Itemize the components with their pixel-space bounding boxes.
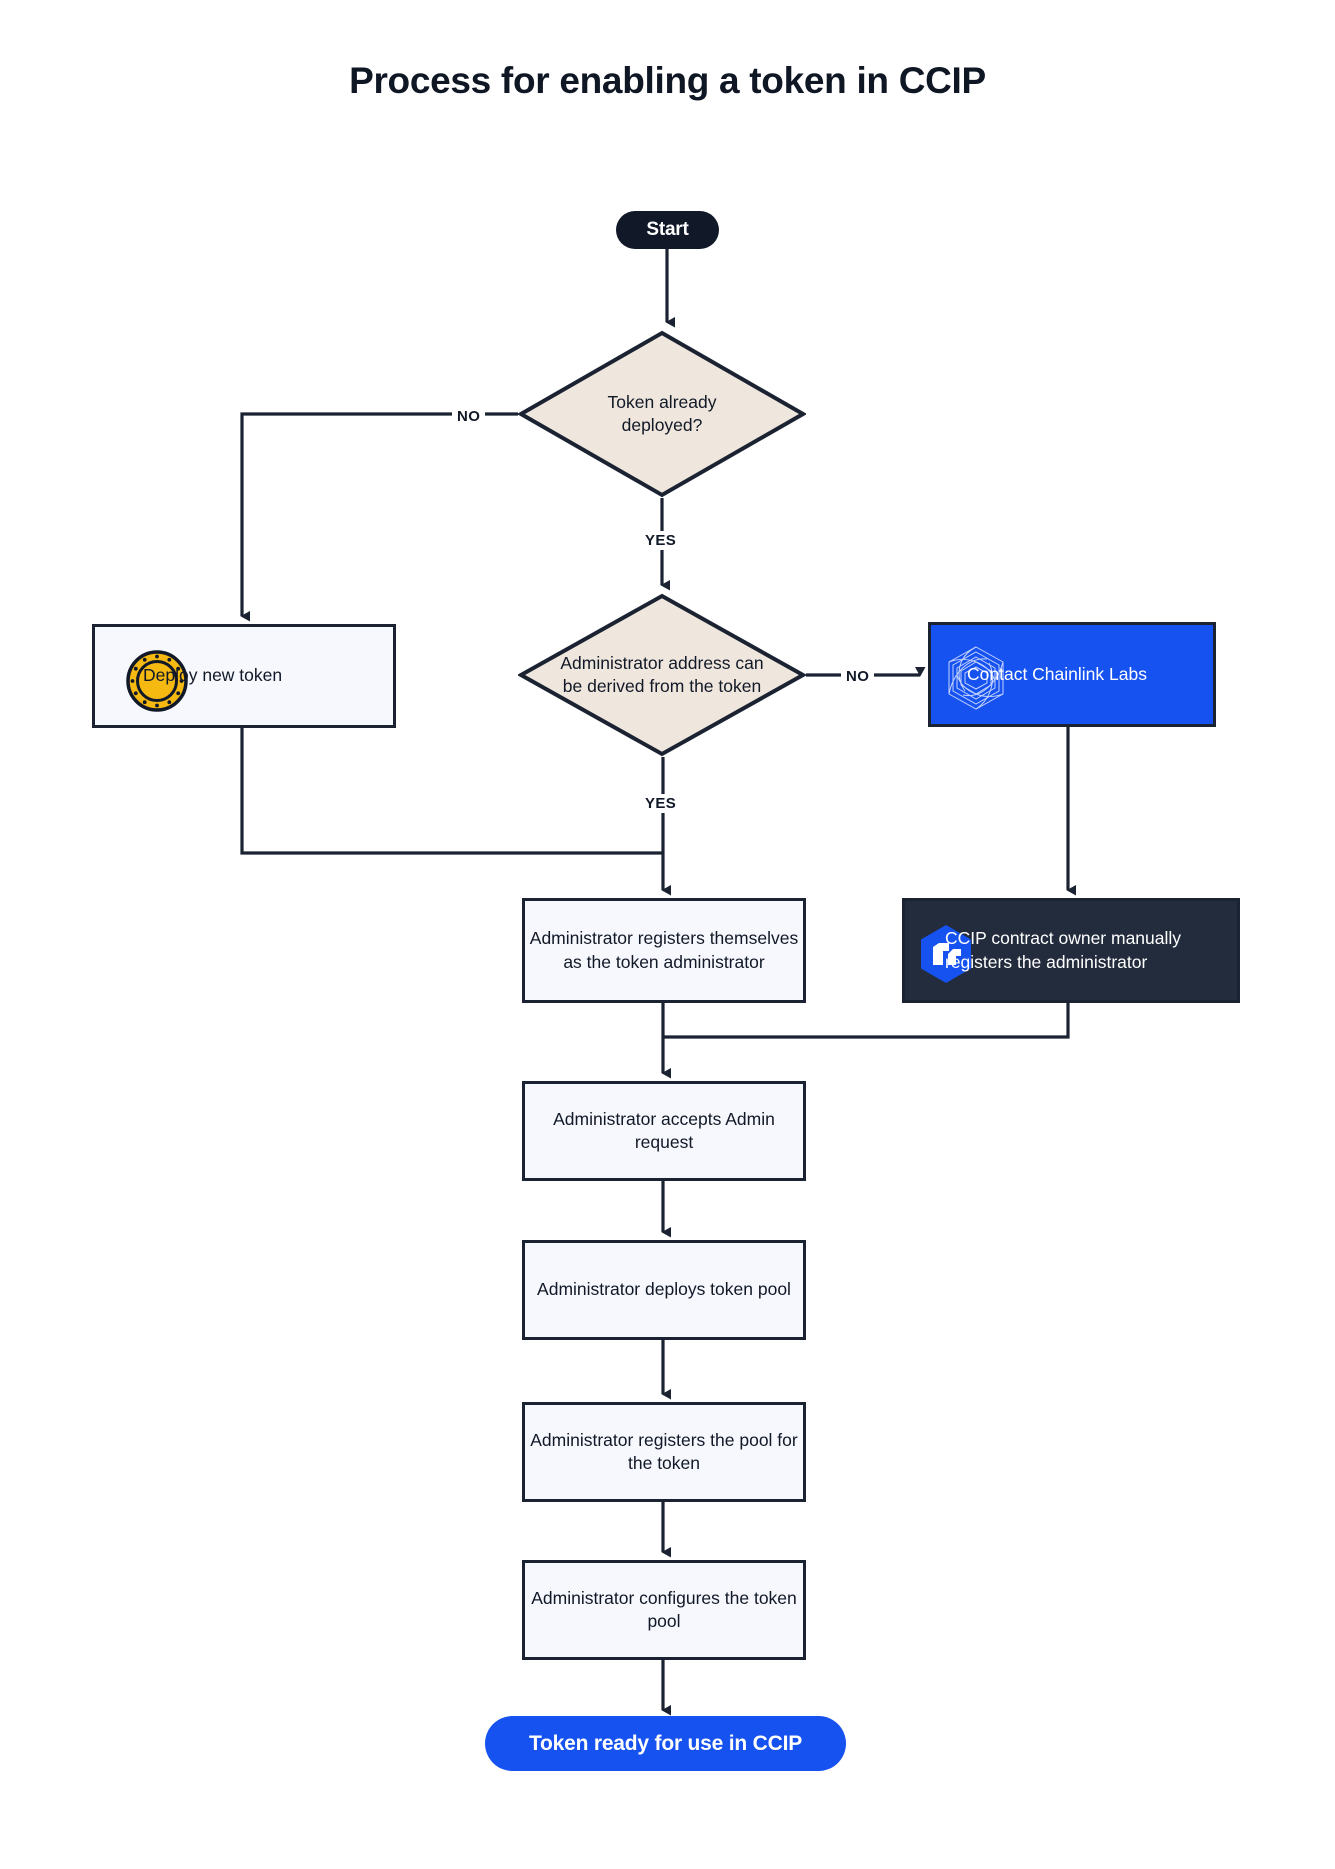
diamond-shape: [518, 593, 806, 757]
edge-label-no-1: NO: [452, 407, 486, 426]
ccip-hex-icon: [921, 925, 971, 983]
node-decision-token-deployed-label: Token already deployed?: [607, 391, 717, 435]
node-admin-configures-pool[interactable]: Administrator configures the token pool: [522, 1560, 806, 1660]
node-deploy-token-label: Deploy new token: [143, 665, 283, 686]
node-deploy-token[interactable]: Deploy new token: [92, 624, 396, 728]
node-decision-token-deployed[interactable]: Token already deployed?: [518, 330, 806, 498]
edge-decision1-no: [240, 412, 518, 622]
node-admin-deploys-pool-label: Administrator deploys token pool: [537, 1279, 791, 1300]
node-admin-registers-pool-label: Administrator registers the pool for the…: [530, 1429, 798, 1473]
edge-label-yes-2: YES: [640, 794, 682, 813]
node-end-label: Token ready for use in CCIP: [528, 1731, 803, 1755]
gold-coin-icon: [126, 650, 188, 712]
node-admin-accepts-label: Administrator accepts Admin request: [553, 1108, 775, 1152]
node-ccip-owner-registers[interactable]: CCIP contract owner manually registers t…: [902, 898, 1240, 1003]
node-admin-registers-self-label: Administrator registers themselves as th…: [529, 928, 799, 972]
node-end[interactable]: Token ready for use in CCIP: [485, 1716, 846, 1771]
node-contact-chainlink[interactable]: Contact Chainlink Labs: [928, 622, 1216, 727]
diamond-shape: [518, 330, 806, 498]
node-start-label: Start: [646, 219, 689, 240]
node-admin-registers-pool[interactable]: Administrator registers the pool for the…: [522, 1402, 806, 1502]
node-start[interactable]: Start: [616, 211, 719, 249]
page-title: Process for enabling a token in CCIP: [349, 60, 986, 101]
node-admin-configures-pool-label: Administrator configures the token pool: [531, 1587, 797, 1631]
node-admin-deploys-pool[interactable]: Administrator deploys token pool: [522, 1240, 806, 1340]
node-ccip-owner-registers-label: CCIP contract owner manually registers t…: [945, 928, 1182, 972]
edge-ccip-to-accepts: [663, 1003, 1070, 1039]
edge-label-no-2: NO: [841, 667, 875, 686]
chainlink-labs-icon: [948, 646, 1004, 710]
node-contact-chainlink-label: Contact Chainlink Labs: [967, 663, 1147, 684]
node-admin-registers-self[interactable]: Administrator registers themselves as th…: [522, 898, 806, 1003]
node-decision-admin-derived[interactable]: Administrator address can be derived fro…: [518, 593, 806, 757]
node-admin-accepts[interactable]: Administrator accepts Admin request: [522, 1081, 806, 1181]
edge-label-yes-1: YES: [640, 531, 682, 550]
node-decision-admin-derived-label: Administrator address can be derived fro…: [560, 652, 764, 696]
